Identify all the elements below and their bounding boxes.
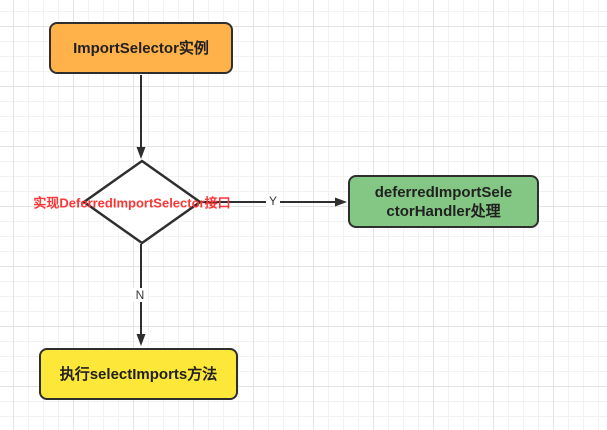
- node-select-imports[interactable]: 执行selectImports方法: [39, 348, 238, 400]
- arrowhead-start-to-decision-icon: [136, 147, 146, 159]
- arrowhead-decision-to-handler-icon: [335, 197, 347, 207]
- edge-label-yes: Y: [265, 194, 281, 208]
- edge-label-no: N: [132, 288, 148, 302]
- decision-diamond[interactable]: [81, 159, 203, 245]
- node-import-selector[interactable]: ImportSelector实例: [49, 22, 233, 74]
- decision-label: 实现DeferredImportSelector接口: [33, 195, 231, 211]
- node-deferred-handler[interactable]: deferredImportSele ctorHandler处理: [348, 175, 539, 228]
- arrowhead-decision-to-select-icon: [136, 334, 146, 346]
